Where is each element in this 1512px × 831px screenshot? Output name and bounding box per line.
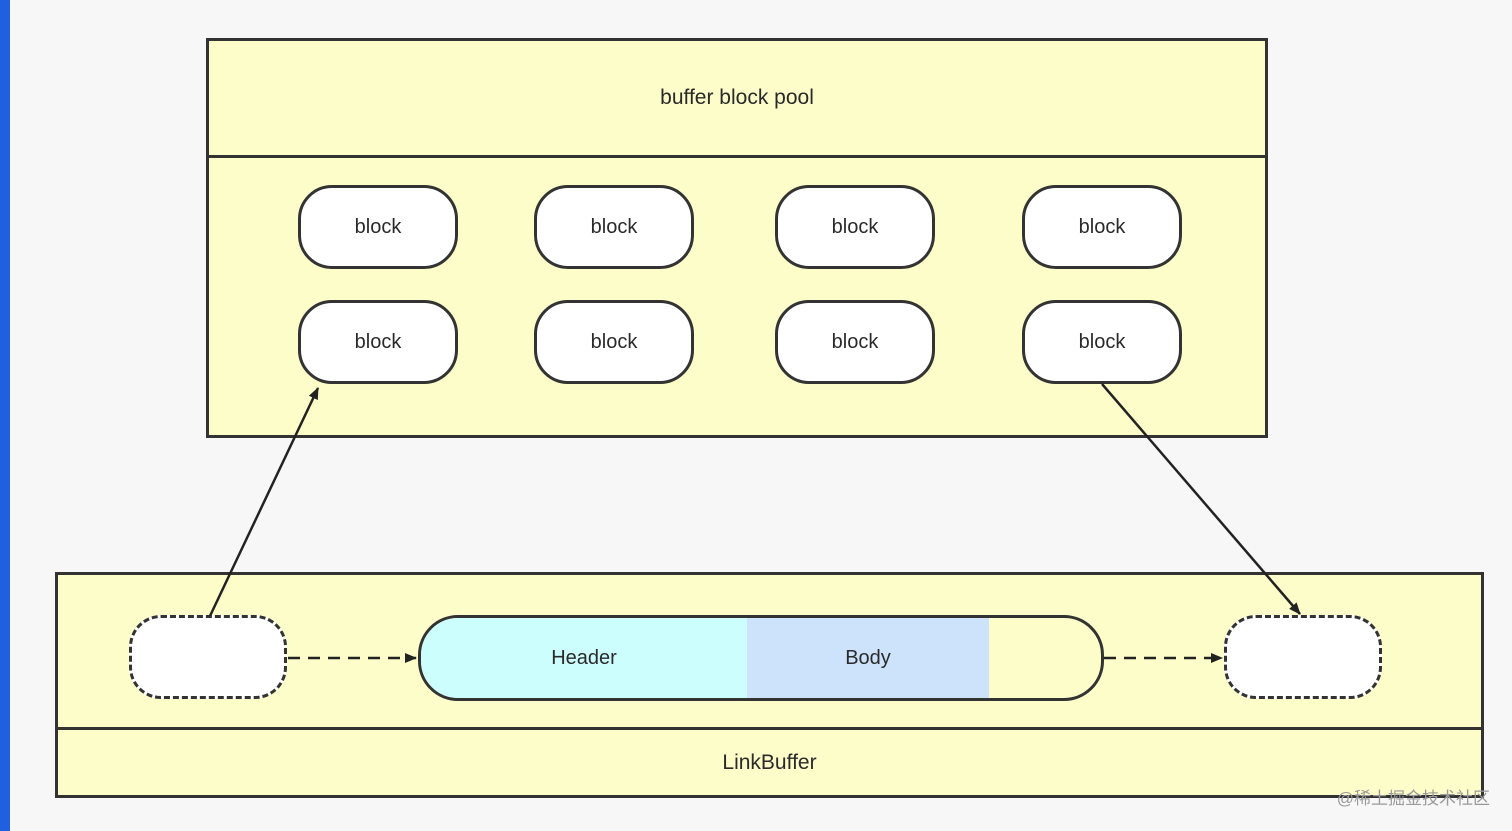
pool-block: block [534, 300, 694, 384]
pool-block: block [1022, 300, 1182, 384]
pool-block: block [775, 300, 935, 384]
pool-block: block [298, 185, 458, 269]
credit-watermark: @稀土掘金技术社区 [1336, 789, 1490, 808]
header-segment: Header [421, 618, 747, 698]
pool-block: block [298, 300, 458, 384]
acquired-block-placeholder [1224, 615, 1382, 699]
released-block-placeholder [129, 615, 287, 699]
linkbuffer-label: LinkBuffer [58, 727, 1481, 795]
pool-block: block [775, 185, 935, 269]
pool-title: buffer block pool [209, 41, 1265, 158]
left-accent-bar [0, 0, 10, 831]
linkbuffer-node: Header Body [418, 615, 1104, 701]
body-segment: Body [747, 618, 989, 698]
pool-block: block [1022, 185, 1182, 269]
pool-block: block [534, 185, 694, 269]
